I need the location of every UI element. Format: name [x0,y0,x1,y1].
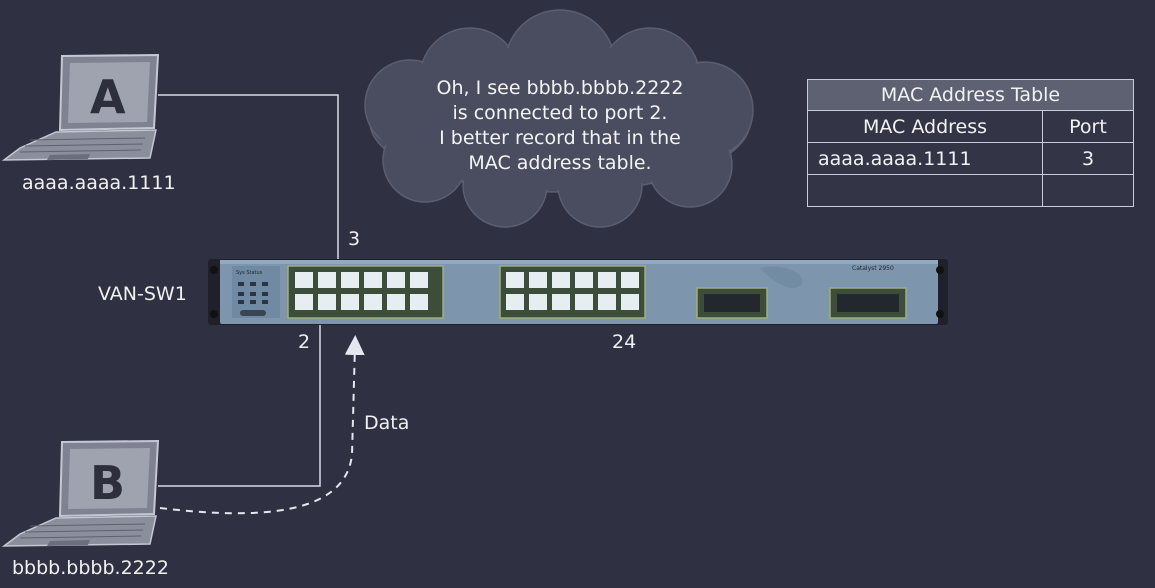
switch-port [621,294,639,310]
thought-line: MAC address table. [468,152,652,174]
thought-text: Oh, I see bbbb.bbbb.2222 is connected to… [395,76,725,176]
switch-port [506,272,524,288]
switch-name-label: VAN-SW1 [98,283,187,305]
link-a-port3 [158,94,339,276]
switch-port [318,272,336,288]
switch-van-sw1: Sys Status [208,259,948,325]
laptop-b-icon [1,439,160,547]
switch-port [341,272,359,288]
switch-port [364,294,382,310]
switch-port [295,294,313,310]
mac-table-header-mac: MAC Address [807,110,1043,143]
uplink-slot-2 [829,287,907,319]
switch-port [552,294,570,310]
port-24-label: 24 [612,331,637,353]
mac-table-header-port: Port [1042,110,1134,143]
mac-table-cell-mac [807,174,1043,207]
thought-line: I better record that in the [439,127,681,149]
mac-address-table: MAC Address Table MAC Address Port aaaa.… [807,79,1134,207]
panel-label: Sys Status [236,270,263,276]
thought-line: is connected to port 2. [452,102,668,124]
port-3-label: 3 [348,228,361,250]
host-a-letter: A [90,70,126,124]
switch-port [410,294,428,310]
switch-port [387,272,405,288]
switch-port [295,272,313,288]
host-a-mac-label: aaaa.aaaa.1111 [22,172,176,194]
switch-port [552,272,570,288]
data-flow-arrow [159,335,365,515]
mac-table-cell-mac: aaaa.aaaa.1111 [807,142,1043,175]
switch-port [364,272,382,288]
table-row [807,174,1134,207]
mac-table-title: MAC Address Table [807,79,1134,111]
switch-port [598,272,616,288]
switch-port [529,272,547,288]
switch-port [318,294,336,310]
mac-table-cell-port: 3 [1042,142,1134,175]
table-row: aaaa.aaaa.1111 3 [807,142,1134,175]
switch-port [506,294,524,310]
switch-port [341,294,359,310]
switch-port [621,272,639,288]
switch-port [387,294,405,310]
link-b-port2 [158,308,321,487]
thought-cloud-fill [367,12,751,225]
data-flow-label: Data [364,412,410,434]
switch-brand: Catalyst 2950 [852,265,894,272]
switch-port [410,272,428,288]
thought-line: Oh, I see bbbb.bbbb.2222 [436,77,684,99]
host-b-letter: B [90,456,126,510]
port-block-2 [499,265,646,319]
uplink-slot-1 [696,287,768,319]
switch-port [575,272,593,288]
port-2-label: 2 [298,331,311,353]
laptop-a-icon [1,53,160,161]
mac-table-cell-port [1042,174,1134,207]
switch-port [598,294,616,310]
switch-status-panel: Sys Status [232,266,280,318]
switch-port [529,294,547,310]
host-b-mac-label: bbbb.bbbb.2222 [12,557,169,579]
switch-port [575,294,593,310]
port-block-1 [287,265,444,319]
